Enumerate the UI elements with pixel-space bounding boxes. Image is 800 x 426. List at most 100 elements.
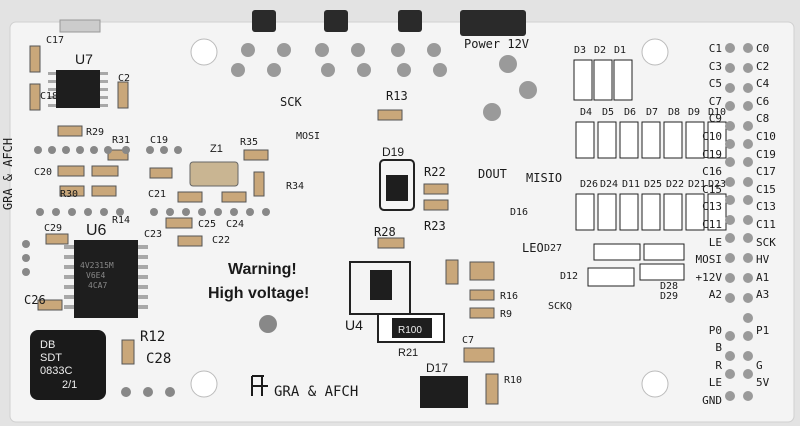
header-pin-label: A1	[756, 270, 770, 284]
header-pin-label	[756, 341, 796, 359]
label-r16: R16	[500, 291, 519, 302]
label-u4: U4	[345, 317, 363, 333]
chip-marking: 4V2315M	[80, 261, 114, 270]
diode-d19	[386, 175, 408, 201]
led-label: D26	[580, 179, 599, 190]
led-label: D9	[688, 107, 701, 118]
label-u7: U7	[75, 51, 93, 67]
led-label: D23	[708, 179, 727, 190]
signal-sckq: SCKQ	[548, 301, 573, 312]
header-pin-label: C13	[702, 200, 722, 214]
top-connectors	[59, 10, 526, 36]
header-pin-label: C6	[756, 94, 770, 108]
label-c26: C26	[24, 293, 46, 307]
label-r14: R14	[112, 215, 131, 226]
label-r31: R31	[112, 135, 131, 146]
label-r23: R23	[424, 219, 446, 233]
header-pin-label: C7	[708, 94, 722, 108]
label-c23: C23	[144, 229, 163, 240]
led-label: D2	[594, 45, 607, 56]
label-c2: C2	[118, 73, 131, 84]
label-r12: R12	[140, 329, 166, 345]
led-label: D21	[688, 179, 707, 190]
header-pin-label: C0	[756, 42, 770, 55]
header-pin-label: G	[756, 358, 763, 372]
led-label: D6	[624, 107, 637, 118]
label-c20: C20	[34, 167, 53, 178]
chip-u7	[48, 70, 108, 108]
led-label: D11	[622, 179, 641, 190]
header-pin-label: C9	[708, 112, 722, 126]
label-u6: U6	[86, 222, 107, 239]
header-pin-label: C10	[702, 129, 722, 143]
label-d28: D28	[660, 281, 679, 292]
diode-d17	[420, 376, 468, 408]
header-pin-label: C15	[702, 182, 722, 196]
led-matrix	[573, 59, 727, 287]
header-pin-label: C11	[756, 217, 776, 231]
buzzer-line3: 0833C	[40, 365, 72, 377]
label-c29: C29	[44, 223, 63, 234]
header-pin-label: C19	[756, 147, 776, 161]
header-pin-label: C11	[702, 217, 722, 231]
header-pin-label: A3	[756, 288, 770, 302]
label-d17: D17	[426, 361, 448, 375]
led-label: D1	[614, 45, 627, 56]
header-pin-label: 5V	[756, 376, 770, 390]
signal-leo: LEO	[522, 241, 544, 255]
label-c18: C18	[40, 91, 59, 102]
led-label: D4	[580, 107, 593, 118]
label-c17: C17	[46, 35, 65, 46]
buzzer-line2: SDT	[40, 352, 62, 364]
header-pin-label: C1	[708, 42, 722, 55]
label-d29: D29	[660, 291, 679, 302]
buzzer-line1: DB	[40, 339, 55, 351]
label-r21: R21	[398, 347, 418, 359]
header-pin-label: LE	[708, 235, 722, 249]
header-pin-label: P1	[756, 323, 770, 337]
label-d12: D12	[560, 271, 579, 282]
led-label: D3	[574, 45, 587, 56]
header-pin-label: +12V	[695, 270, 723, 284]
pad-row-top	[231, 43, 537, 121]
header-pin-label: SCK	[756, 235, 776, 249]
header-pin-label: GND	[702, 393, 722, 407]
header-pin-label: C13	[756, 200, 776, 214]
header-pin-label: C15	[756, 182, 776, 196]
led-label: D22	[666, 179, 685, 190]
label-z1: Z1	[210, 143, 223, 155]
header-pin-label: C19	[702, 147, 722, 161]
signal-dout: DOUT	[478, 167, 507, 181]
warning-line1: Warning!	[228, 261, 297, 278]
header-pin-label: C10	[756, 129, 776, 143]
header-pin-label: C5	[708, 77, 722, 91]
header-pin-label: C8	[756, 112, 770, 126]
label-c21: C21	[148, 189, 167, 200]
label-c22: C22	[212, 235, 231, 246]
label-d19: D19	[382, 145, 404, 159]
label-c7: C7	[462, 335, 475, 346]
led-label: D24	[600, 179, 619, 190]
header-pin-label: B	[715, 341, 722, 355]
label-c25: C25	[198, 219, 217, 230]
header-pin-label	[690, 306, 722, 324]
label-r29: R29	[86, 127, 105, 138]
header-pin-label: C4	[756, 77, 770, 91]
logo-icon	[251, 375, 268, 396]
led-label: D7	[646, 107, 659, 118]
header-pin-label: LE	[708, 376, 722, 390]
header-pin-label: P0	[708, 323, 722, 337]
signal-mosi: MOSI	[296, 131, 321, 142]
resistor-r100	[392, 318, 432, 338]
header-pin-label: C16	[702, 165, 722, 179]
header-pin-label: C2	[756, 59, 770, 73]
label-r22: R22	[424, 165, 446, 179]
label-r34: R34	[286, 181, 305, 192]
header-pin-label: R	[715, 358, 722, 372]
label-d27: D27	[544, 243, 563, 254]
power-label: Power 12V	[464, 37, 530, 51]
